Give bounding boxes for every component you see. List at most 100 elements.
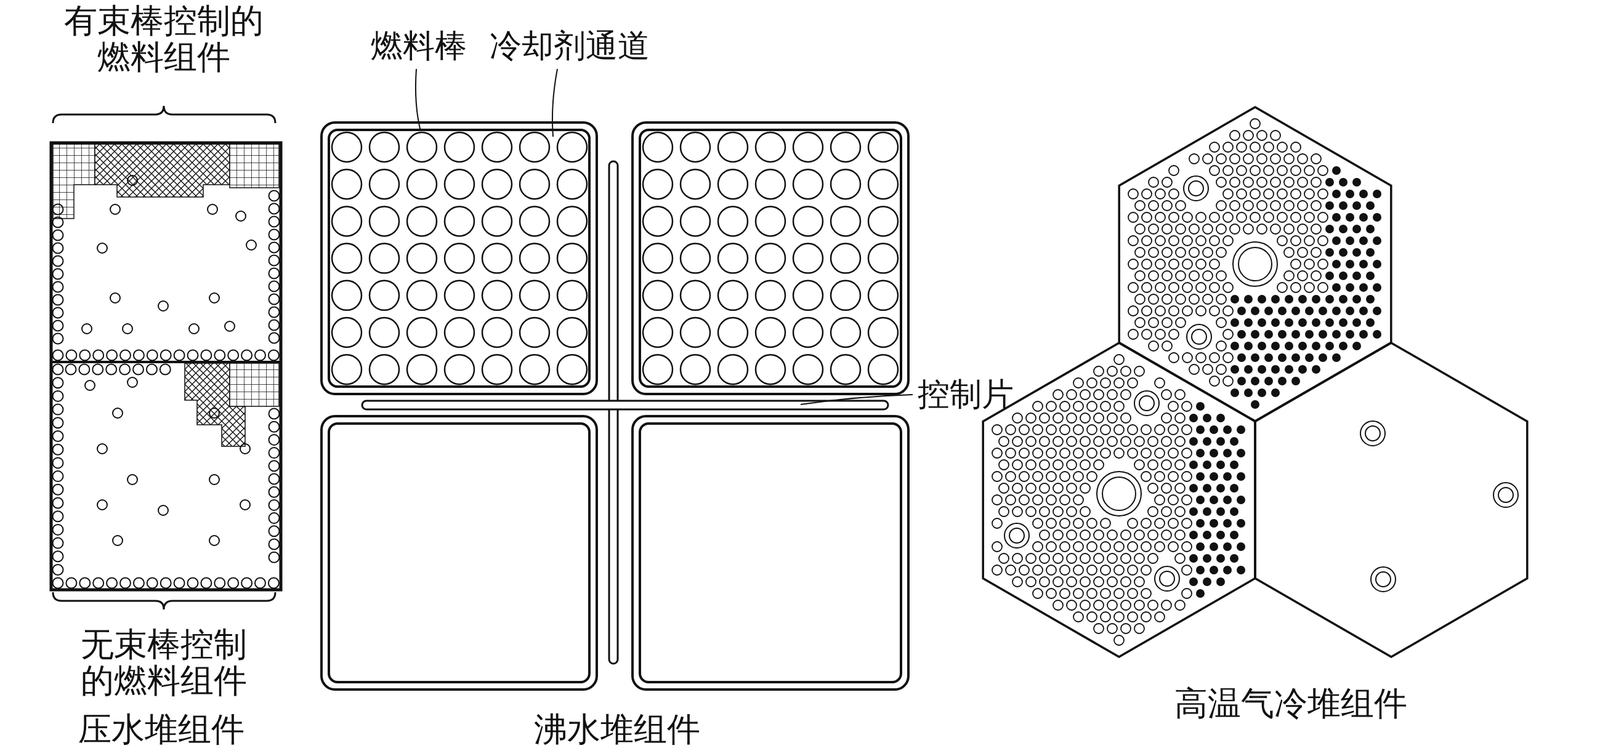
fuel-hole: [1066, 553, 1077, 564]
fuel-hole: [1256, 130, 1267, 141]
fuel-hole: [1107, 553, 1118, 564]
poison-rod: [1318, 353, 1328, 363]
fuel-rod: [52, 471, 64, 482]
fuel-hole: [1182, 235, 1193, 246]
fuel-hole: [1161, 506, 1172, 517]
fuel-hole: [1229, 224, 1240, 235]
poison-rod: [1195, 402, 1205, 411]
poison-rod: [1365, 224, 1375, 234]
fuel-hole: [1080, 413, 1091, 424]
fuel-hole: [1093, 577, 1104, 587]
poison-rod: [1216, 460, 1225, 470]
poison-rod: [1325, 248, 1334, 257]
poison-rod: [1236, 425, 1246, 435]
fuel-hole: [1216, 294, 1227, 305]
fuel-hole: [1134, 460, 1145, 470]
fuel-hole: [1155, 189, 1166, 199]
fuel-rod: [830, 317, 861, 348]
fuel-rod: [642, 317, 673, 348]
poison-rod: [1230, 294, 1240, 304]
poison-rod: [1209, 542, 1219, 552]
poison-rod: [1209, 472, 1219, 481]
fuel-rod: [369, 354, 400, 385]
poison-rod: [1359, 259, 1368, 269]
fuel-hole: [1161, 389, 1172, 400]
fuel-hole: [1059, 565, 1070, 576]
fuel-hole: [1290, 142, 1301, 153]
handling-hole: [1375, 572, 1391, 587]
fuel-hole: [1080, 483, 1091, 494]
fuel-rod: [52, 204, 64, 215]
fuel-hole: [1107, 577, 1118, 587]
fuel-hole: [1304, 189, 1315, 199]
poison-rod: [1236, 472, 1246, 481]
fuel-hole: [1086, 424, 1097, 435]
fuel-hole: [1162, 177, 1172, 188]
fuel-hole: [1229, 200, 1240, 211]
fuel-hole: [1080, 460, 1091, 470]
fuel-hole: [1304, 165, 1315, 176]
guide-tube: [81, 323, 92, 334]
fuel-rod: [642, 206, 673, 236]
fuel-rod: [369, 169, 400, 199]
fuel-hole: [998, 460, 1009, 470]
fuel-hole: [1311, 270, 1322, 281]
fuel-hole: [1175, 483, 1185, 494]
fuel-hole: [1284, 270, 1294, 281]
fuel-hole: [1107, 530, 1118, 541]
poison-rod: [1244, 318, 1253, 328]
fuel-hole: [1148, 177, 1159, 188]
fuel-hole: [1053, 389, 1063, 400]
grid-region: [52, 144, 95, 219]
fuel-hole: [1032, 588, 1043, 599]
poison-rod: [1359, 283, 1368, 292]
poison-rod: [1250, 353, 1260, 363]
fuel-hole: [1284, 200, 1294, 211]
fuel-hole: [1209, 352, 1220, 363]
fuel-hole: [1162, 270, 1172, 281]
fuel-rod: [519, 280, 550, 311]
fuel-hole: [1080, 506, 1091, 517]
fuel-rod: [830, 206, 861, 236]
fuel-rod: [200, 350, 212, 361]
fuel-hole: [1202, 224, 1213, 235]
fuel-rod: [331, 169, 362, 199]
poison-rod: [1277, 353, 1287, 363]
poison-rod: [1230, 388, 1240, 398]
poison-rod: [1223, 565, 1232, 575]
fuel-hole: [1093, 366, 1104, 377]
fuel-rod: [79, 578, 90, 589]
poison-rod: [1195, 565, 1205, 575]
fuel-hole: [1100, 448, 1111, 459]
poison-rod: [1352, 318, 1362, 328]
poison-rod: [1325, 318, 1334, 328]
fuel-rod: [52, 364, 64, 376]
fuel-hole: [1086, 588, 1097, 599]
poison-rod: [1202, 460, 1212, 470]
fuel-hole: [1141, 306, 1152, 316]
fuel-rod: [269, 294, 280, 305]
fuel-rod: [52, 294, 64, 306]
fuel-hole: [1175, 530, 1185, 541]
assembly-label: 有束棒控制的燃料组件: [62, 2, 266, 76]
fuel-hole: [1080, 389, 1091, 400]
handling-hole: [1493, 482, 1519, 508]
poison-rod: [1216, 554, 1225, 563]
poison-rod: [1244, 341, 1253, 351]
fuel-hole: [1005, 471, 1016, 482]
poison-rod: [1291, 353, 1301, 363]
fuel-rod: [52, 282, 64, 293]
fuel-hole: [1080, 553, 1091, 564]
fuel-hole: [1093, 436, 1104, 447]
fuel-hole: [1284, 177, 1294, 188]
fuel-hole: [1127, 612, 1138, 623]
guide-tube: [112, 408, 123, 419]
fuel-rod: [269, 447, 280, 459]
fuel-hole: [1256, 177, 1267, 188]
poison-rod: [1338, 248, 1348, 257]
fuel-hole: [998, 483, 1009, 494]
fuel-rod: [793, 206, 823, 236]
fuel-rod: [755, 243, 786, 274]
fuel-hole: [1175, 413, 1185, 424]
fuel-rod: [718, 354, 748, 385]
